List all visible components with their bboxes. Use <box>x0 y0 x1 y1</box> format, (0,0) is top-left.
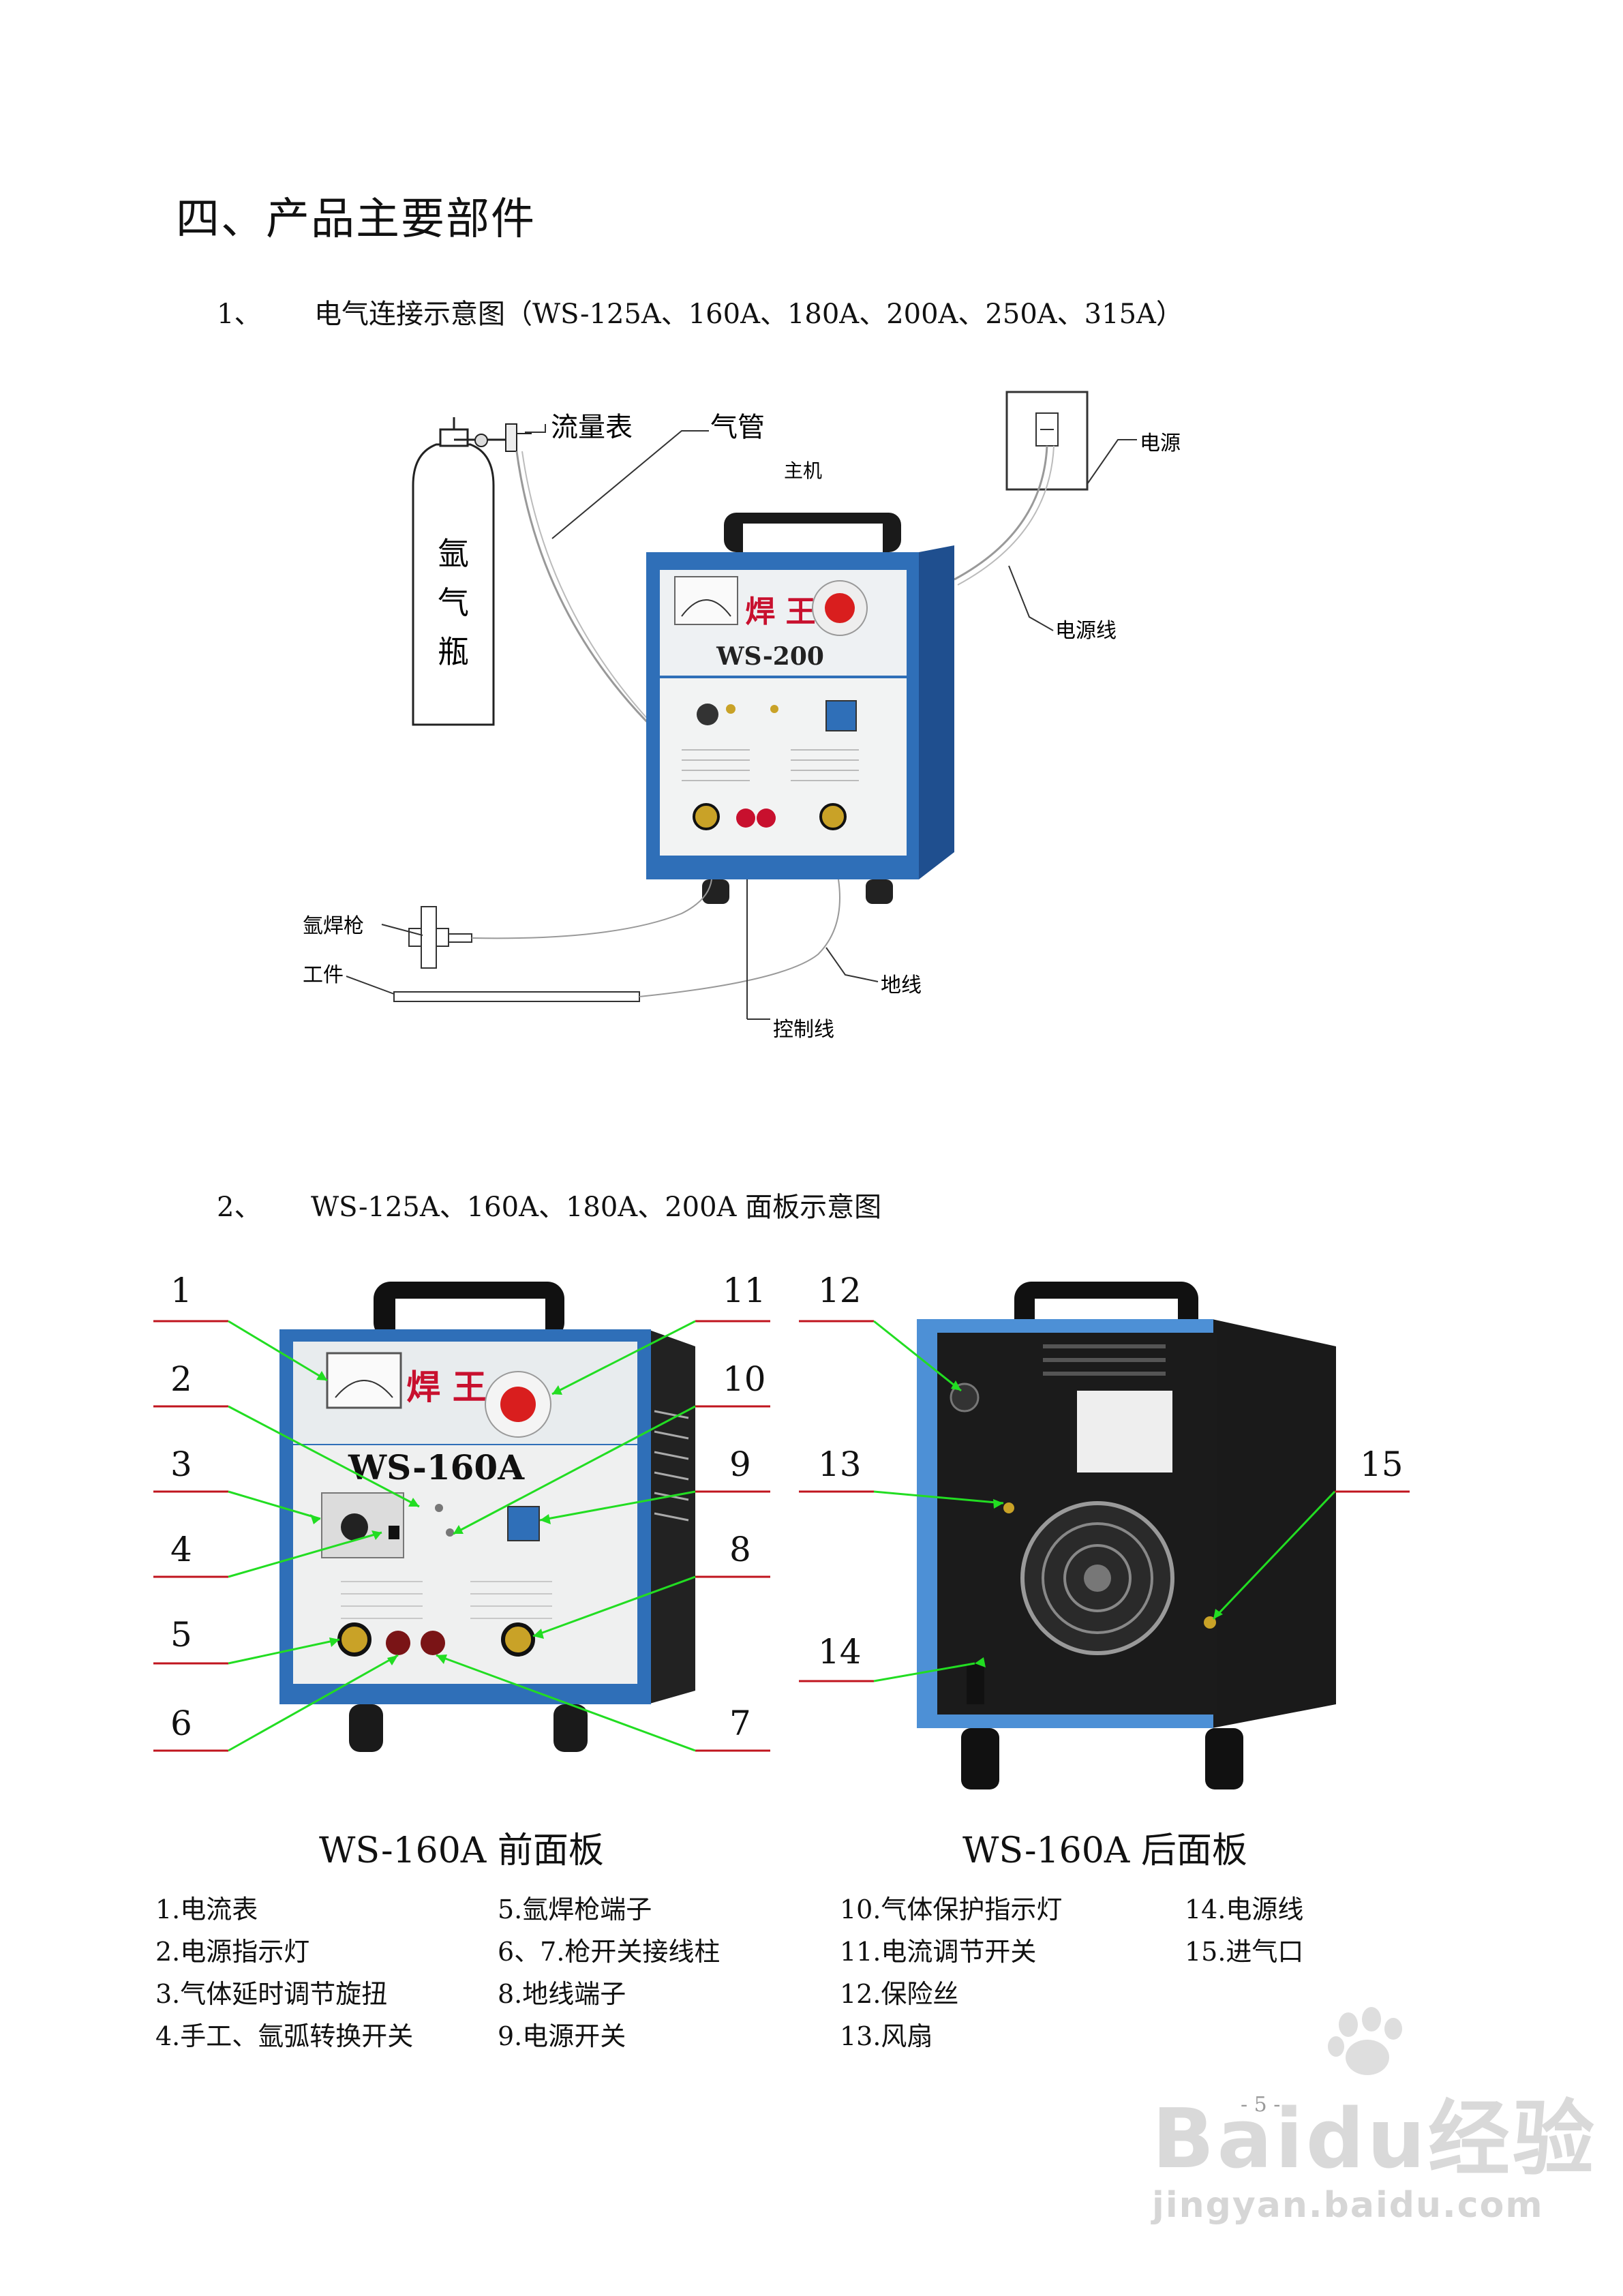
panel-diagram: 焊 王 WS-160A <box>153 1271 1410 1789</box>
welding-machine-ws200: 焊 王 WS-200 <box>646 513 954 904</box>
legend-item: 10.气体保护指示灯 <box>840 1894 1063 1924</box>
legend-item: 11.电流调节开关 <box>840 1937 1037 1967</box>
legend-item: 15.进气口 <box>1185 1937 1304 1967</box>
callout-6-label: 6 <box>170 1704 192 1743</box>
flowmeter <box>474 423 532 452</box>
callout-10-label: 10 <box>723 1359 766 1399</box>
legend-col-2: 5.氩焊枪端子 6、7.枪开关接线柱 8.地线端子 9.电源开关 <box>498 1888 720 2057</box>
watermark-url: jingyan.baidu.com <box>1152 2185 1544 2226</box>
torch-label: 氩焊枪 <box>303 914 364 938</box>
power-socket <box>1005 391 1089 491</box>
ws160-brand: 焊 王 <box>406 1367 486 1407</box>
diagram2-number: 2、 <box>217 1192 262 1223</box>
callout-13-label: 13 <box>818 1445 862 1484</box>
rear-panel-caption: WS-160A 后面板 <box>962 1830 1247 1871</box>
callout-3-label: 3 <box>170 1445 192 1484</box>
legend-item: 4.手工、氩弧转换开关 <box>155 2021 414 2051</box>
power-cable-label: 电源线 <box>1055 619 1117 643</box>
legend-item: 12.保险丝 <box>840 1979 959 2009</box>
diagram1-heading: 1、 电气连接示意图（WS-125A、160A、180A、200A、250A、3… <box>217 292 1444 330</box>
legend-item: 6、7.枪开关接线柱 <box>498 1937 721 1967</box>
flowmeter-label: 流量表 <box>551 412 633 443</box>
legend-item: 2.电源指示灯 <box>155 1937 310 1967</box>
front-panel-caption: WS-160A 前面板 <box>319 1830 604 1871</box>
callout-1-label: 1 <box>170 1271 192 1310</box>
bottle-label-2: 气 <box>438 584 469 621</box>
callout-8-label: 8 <box>729 1530 751 1569</box>
callout-12-label: 12 <box>818 1271 862 1310</box>
callout-14-label: 14 <box>818 1632 862 1672</box>
legend-col-4: 14.电源线 15.进气口 <box>1185 1888 1303 1973</box>
legend-item: 5.氩焊枪端子 <box>498 1894 652 1924</box>
rear-panel-photo <box>917 1282 1336 1789</box>
legend-col-3: 10.气体保护指示灯 11.电流调节开关 12.保险丝 13.风扇 <box>840 1888 1062 2057</box>
ws200-model: WS-200 <box>716 642 824 671</box>
callout-11-label: 11 <box>723 1271 766 1310</box>
diagram2-title: WS-125A、160A、180A、200A 面板示意图 <box>311 1192 882 1223</box>
legend-item: 3.气体延时调节旋扭 <box>155 1979 388 2009</box>
ground-label: 地线 <box>881 973 922 997</box>
workpiece <box>393 991 640 1002</box>
callout-4-label: 4 <box>170 1530 192 1569</box>
argon-bottle: 氩 气 瓶 <box>412 417 532 726</box>
callout-15-label: 15 <box>1360 1445 1404 1484</box>
host-label: 主机 <box>784 459 822 482</box>
diagram2-heading: 2、 WS-125A、160A、180A、200A 面板示意图 <box>217 1185 1307 1223</box>
callout-5-label: 5 <box>170 1615 192 1655</box>
legend-item: 13.风扇 <box>840 2021 933 2051</box>
legend-item: 14.电源线 <box>1185 1894 1304 1924</box>
legend-item: 8.地线端子 <box>498 1979 626 2009</box>
section-title: 四、产品主要部件 <box>176 194 536 245</box>
connection-diagram: 氩 气 瓶 流量表 气管 主机 电源 电源线 焊 王 WS-200 <box>303 391 1181 1042</box>
argon-torch <box>408 906 472 969</box>
legend-item: 1.电流表 <box>155 1894 258 1924</box>
callout-7-label: 7 <box>729 1704 751 1743</box>
page-number: - 5 - <box>1241 2093 1281 2117</box>
workpiece-label: 工件 <box>303 963 344 987</box>
paw-icon <box>1328 2007 1402 2075</box>
callout-2-label: 2 <box>170 1359 192 1399</box>
bottle-label-1: 氩 <box>438 535 469 572</box>
diagram1-title: 电气连接示意图（WS-125A、160A、180A、200A、250A、315A… <box>314 299 1183 330</box>
legend-col-1: 1.电流表 2.电源指示灯 3.气体延时调节旋扭 4.手工、氩弧转换开关 <box>155 1888 413 2057</box>
diagram1-number: 1、 <box>217 299 262 330</box>
legend-item: 9.电源开关 <box>498 2021 626 2051</box>
power-label: 电源 <box>1140 432 1181 455</box>
front-panel-photo: 焊 王 WS-160A <box>279 1282 695 1752</box>
watermark-brand: Baidu经验 <box>1152 2092 1597 2187</box>
bottle-label-3: 瓶 <box>438 633 469 670</box>
callout-9-label: 9 <box>729 1445 751 1484</box>
gas-pipe-label: 气管 <box>710 412 765 443</box>
ws200-brand: 焊 王 <box>745 594 815 629</box>
control-label: 控制线 <box>773 1018 834 1042</box>
ws160-model: WS-160A <box>348 1447 525 1487</box>
